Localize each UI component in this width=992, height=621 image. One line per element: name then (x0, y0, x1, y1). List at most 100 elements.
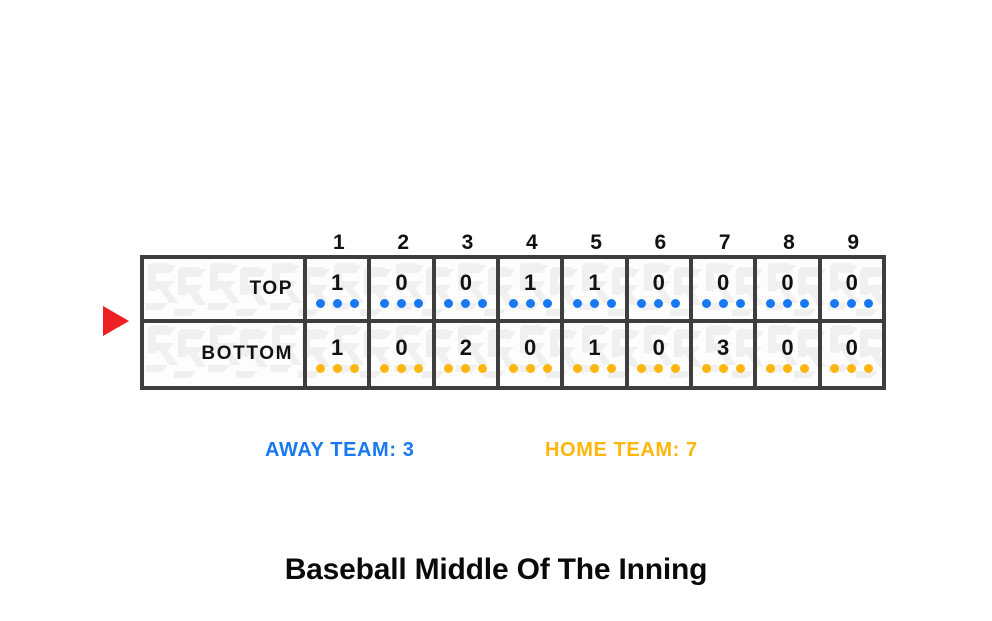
out-dot-icon (671, 298, 681, 308)
score-value: 0 (652, 269, 665, 295)
out-dot-icon (315, 298, 325, 308)
cell-top-inning-8: 0 (757, 259, 822, 319)
out-dot-icon (782, 298, 792, 308)
inning-header-2: 2 (397, 231, 410, 254)
inning-header-3: 3 (461, 231, 474, 254)
cell-top-inning-3: 0 (436, 259, 500, 319)
out-dot-icon (847, 298, 857, 308)
inning-header-row: 1 2 3 4 5 6 7 8 9 (140, 226, 886, 254)
out-dots-away (444, 298, 488, 308)
out-dot-icon (637, 364, 647, 374)
cell-bottom-inning-6: 0 (629, 322, 693, 386)
out-dot-icon (735, 364, 745, 374)
inning-header-4: 4 (525, 231, 539, 254)
out-dot-icon (718, 298, 728, 308)
out-dot-icon (701, 364, 711, 374)
cell-top-inning-4: 1 (500, 259, 565, 319)
out-dot-icon (701, 298, 711, 308)
out-dot-icon (572, 364, 582, 374)
cell-top-inning-5: 1 (564, 259, 629, 319)
cell-bottom-inning-1: 1 (307, 322, 372, 386)
out-dot-icon (525, 298, 535, 308)
out-dot-icon (396, 298, 406, 308)
cell-top-inning-9: 0 (822, 259, 882, 319)
row-label-top-text: TOP (249, 277, 293, 299)
out-dot-icon (332, 298, 342, 308)
out-dot-icon (396, 364, 406, 374)
out-dot-icon (478, 364, 488, 374)
out-dots-away (701, 298, 745, 308)
out-dot-icon (847, 364, 857, 374)
out-dot-icon (606, 364, 616, 374)
cell-bottom-inning-8: 0 (757, 322, 822, 386)
score-value: 3 (717, 335, 730, 361)
inning-header-5: 5 (590, 231, 603, 254)
out-dot-icon (379, 364, 389, 374)
cell-top-inning-1: 1 (307, 259, 372, 319)
inning-header-1: 1 (333, 231, 346, 254)
out-dot-icon (461, 298, 471, 308)
out-dots-home (830, 364, 874, 374)
out-dot-icon (637, 298, 647, 308)
score-value: 1 (331, 269, 344, 295)
out-dot-icon (765, 364, 775, 374)
cell-bottom-inning-3: 2 (436, 322, 500, 386)
cell-top-inning-2: 0 (371, 259, 436, 319)
cell-top-inning-7: 0 (693, 259, 758, 319)
out-dots-home (637, 364, 681, 374)
out-dot-icon (799, 298, 809, 308)
out-dot-icon (606, 298, 616, 308)
out-dot-icon (315, 364, 325, 374)
score-value: 0 (781, 335, 794, 361)
out-dot-icon (671, 364, 681, 374)
out-dot-icon (589, 298, 599, 308)
out-dot-icon (589, 364, 599, 374)
cell-bottom-inning-4: 0 (500, 322, 565, 386)
out-dots-away (830, 298, 874, 308)
out-dot-icon (765, 298, 775, 308)
out-dot-icon (782, 364, 792, 374)
cell-bottom-inning-9: 0 (822, 323, 882, 387)
cell-bottom-inning-5: 1 (564, 322, 629, 386)
out-dot-icon (735, 298, 745, 308)
out-dot-icon (508, 364, 518, 374)
inning-header-7: 7 (718, 231, 732, 254)
out-dot-icon (864, 364, 874, 374)
out-dots-away (637, 298, 681, 308)
cell-bottom-inning-7: 3 (693, 322, 758, 386)
row-label-bottom: BOTTOM (144, 322, 307, 386)
inning-header-8: 8 (783, 231, 796, 254)
score-value: 1 (588, 269, 601, 295)
out-dot-icon (413, 364, 423, 374)
away-team-total: AWAY TEAM: 3 (265, 439, 415, 461)
out-dots-away (765, 298, 809, 308)
score-value: 0 (845, 335, 858, 361)
out-dot-icon (799, 364, 809, 374)
out-dots-home (379, 364, 423, 374)
out-dots-away (572, 298, 616, 308)
out-dots-home (444, 364, 488, 374)
out-dot-icon (830, 364, 840, 374)
out-dot-icon (508, 298, 518, 308)
out-dot-icon (444, 364, 454, 374)
score-value: 0 (459, 269, 472, 295)
out-dots-home (508, 364, 552, 374)
out-dots-home (701, 364, 745, 374)
home-team-total: HOME TEAM: 7 (545, 439, 698, 461)
out-dot-icon (718, 364, 728, 374)
score-value: 1 (588, 335, 601, 361)
out-dot-icon (572, 298, 582, 308)
page-title: Baseball Middle Of The Inning (284, 553, 708, 586)
score-value: 0 (781, 269, 794, 295)
out-dots-home (765, 364, 809, 374)
play-triangle-icon (103, 306, 129, 336)
out-dot-icon (444, 298, 454, 308)
score-value: 0 (395, 269, 408, 295)
out-dot-icon (542, 298, 552, 308)
out-dot-icon (461, 364, 471, 374)
score-value: 0 (524, 335, 537, 361)
out-dots-home (572, 364, 616, 374)
out-dot-icon (413, 298, 423, 308)
out-dot-icon (654, 364, 664, 374)
